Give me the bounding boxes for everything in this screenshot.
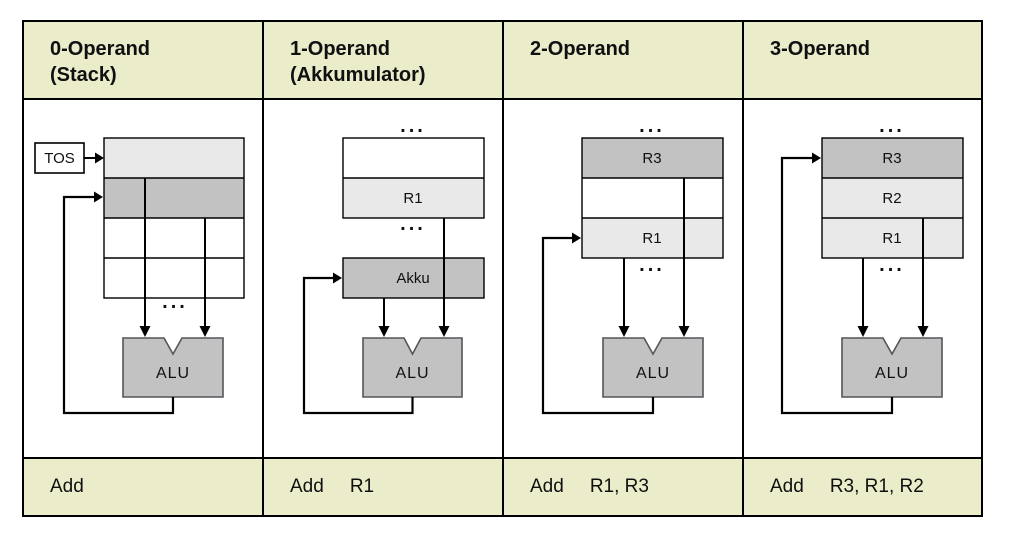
- header-cell-1-operand: 1-Operand (Akkumulator): [264, 22, 504, 100]
- instruction-cell-1-operand: Add R1: [264, 459, 504, 515]
- header-title: 0-Operand: [50, 38, 151, 60]
- header-subtitle: (Akkumulator): [290, 64, 426, 86]
- instruction-cell-3-operand: Add R3, R1, R2: [744, 459, 981, 515]
- header-title: 3-Operand: [770, 38, 871, 60]
- instruction-operands: R1, R3: [589, 476, 649, 497]
- header-cell-2-operand: 2-Operand: [504, 22, 744, 100]
- header-title: 2-Operand: [530, 38, 631, 60]
- comparison-table: 0-Operand (Stack) 1-Operand (Akkumulator…: [22, 20, 983, 517]
- instruction-cell-2-operand: Add R1, R3: [504, 459, 744, 515]
- header-subtitle: (Stack): [50, 64, 117, 86]
- instruction-mnemonic: Add: [50, 476, 84, 497]
- header-cell-0-operand: 0-Operand (Stack): [24, 22, 264, 100]
- instruction-cell-0-operand: Add: [24, 459, 264, 515]
- header-title: 1-Operand: [290, 38, 391, 60]
- instruction-mnemonic: Add: [290, 476, 324, 497]
- instruction-operands: R1: [349, 476, 375, 497]
- instruction-mnemonic: Add: [530, 476, 564, 497]
- diagram-cell-0-operand: [24, 100, 264, 459]
- diagram-cell-3-operand: [744, 100, 981, 459]
- header-cell-3-operand: 3-Operand: [744, 22, 981, 100]
- diagram-cell-1-operand: [264, 100, 504, 459]
- instruction-operands: R3, R1, R2: [829, 476, 924, 497]
- diagram-cell-2-operand: [504, 100, 744, 459]
- instruction-mnemonic: Add: [770, 476, 804, 497]
